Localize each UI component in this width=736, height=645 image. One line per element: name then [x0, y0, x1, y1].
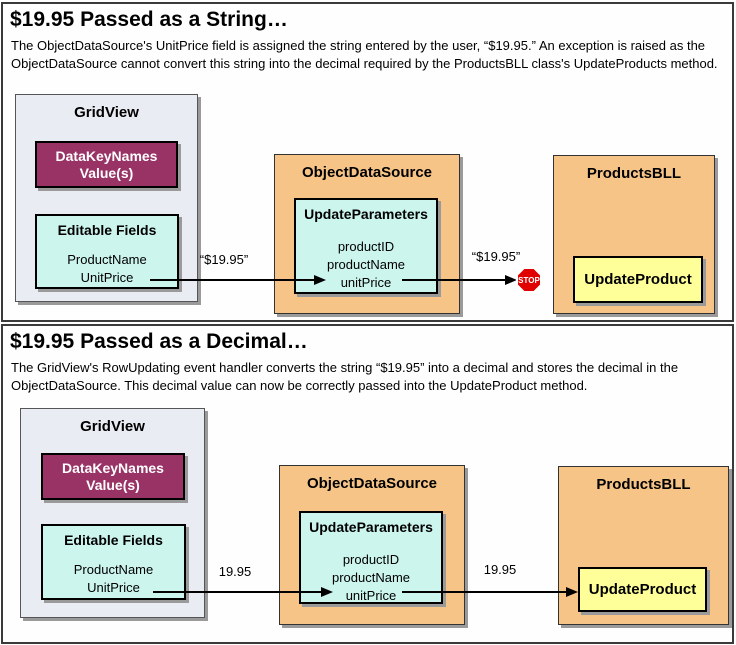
- panel-string: $19.95 Passed as a String… The ObjectDat…: [1, 2, 734, 322]
- param-productname: productName: [331, 570, 411, 585]
- updateparameters-title: UpdateParameters: [304, 206, 428, 222]
- stop-icon-face: STOP: [518, 269, 540, 291]
- datakeynames-line1: DataKeyNames: [62, 459, 164, 476]
- datakeynames-line2: Value(s): [79, 164, 134, 181]
- productsbll-title: ProductsBLL: [586, 165, 682, 182]
- productsbll-box: ProductsBLL UpdateProduct: [553, 155, 715, 314]
- param-productid: productID: [337, 239, 395, 254]
- param-productid: productID: [342, 552, 400, 567]
- gridview-title: GridView: [80, 418, 145, 435]
- param-unitprice: unitPrice: [340, 275, 392, 290]
- editable-fields-title: Editable Fields: [64, 532, 163, 548]
- field-unitprice: UnitPrice: [87, 580, 140, 595]
- arrow-gridview-to-ods: [150, 275, 326, 285]
- gridview-box: GridView DataKeyNames Value(s) Editable …: [20, 408, 205, 618]
- updateproduct-box: UpdateProduct: [578, 567, 707, 612]
- arrow2-value-label: 19.95: [483, 562, 517, 577]
- objectdatasource-title: ObjectDataSource: [301, 164, 433, 181]
- updateproduct-box: UpdateProduct: [573, 256, 703, 303]
- param-productname: productName: [326, 257, 406, 272]
- stop-icon: STOP: [516, 267, 542, 293]
- gridview-title: GridView: [74, 104, 139, 121]
- field-unitprice: UnitPrice: [80, 270, 134, 285]
- arrow1-value-label: 19.95: [218, 564, 252, 579]
- objectdatasource-title: ObjectDataSource: [306, 475, 438, 492]
- arrow-ods-to-updateproduct: [402, 587, 578, 597]
- panel-decimal: $19.95 Passed as a Decimal… The GridView…: [1, 324, 734, 644]
- editable-fields-box: Editable Fields ProductName UnitPrice: [41, 524, 186, 600]
- page-title: $19.95 Passed as a String…: [10, 8, 288, 31]
- stop-icon-border: STOP: [516, 267, 542, 293]
- objectdatasource-box: ObjectDataSource UpdateParameters produc…: [274, 154, 460, 314]
- page-title: $19.95 Passed as a Decimal…: [10, 330, 308, 353]
- datakeynames-box: DataKeyNames Value(s): [35, 141, 178, 188]
- editable-fields-title: Editable Fields: [57, 222, 157, 238]
- productsbll-title: ProductsBLL: [596, 476, 691, 493]
- objectdatasource-box: ObjectDataSource UpdateParameters produc…: [279, 465, 465, 625]
- editable-fields-box: Editable Fields ProductName UnitPrice: [35, 214, 179, 289]
- datakeynames-box: DataKeyNames Value(s): [41, 453, 185, 500]
- arrow-gridview-to-ods: [153, 587, 333, 597]
- field-productname: ProductName: [67, 252, 147, 267]
- arrow-ods-to-bll: [402, 275, 517, 285]
- arrow1-value-label: “$19.95”: [199, 252, 249, 267]
- arrow2-value-label: “$19.95”: [471, 249, 521, 264]
- datakeynames-line2: Value(s): [86, 476, 140, 493]
- updateparameters-title: UpdateParameters: [309, 519, 433, 535]
- description-text: The GridView's RowUpdating event handler…: [11, 360, 679, 393]
- productsbll-box: ProductsBLL UpdateProduct: [558, 466, 729, 625]
- description-text: The ObjectDataSource's UnitPrice field i…: [11, 38, 718, 71]
- gridview-box: GridView DataKeyNames Value(s) Editable …: [15, 94, 198, 302]
- field-productname: ProductName: [73, 562, 154, 577]
- param-unitprice: unitPrice: [345, 588, 397, 603]
- datakeynames-line1: DataKeyNames: [55, 147, 158, 164]
